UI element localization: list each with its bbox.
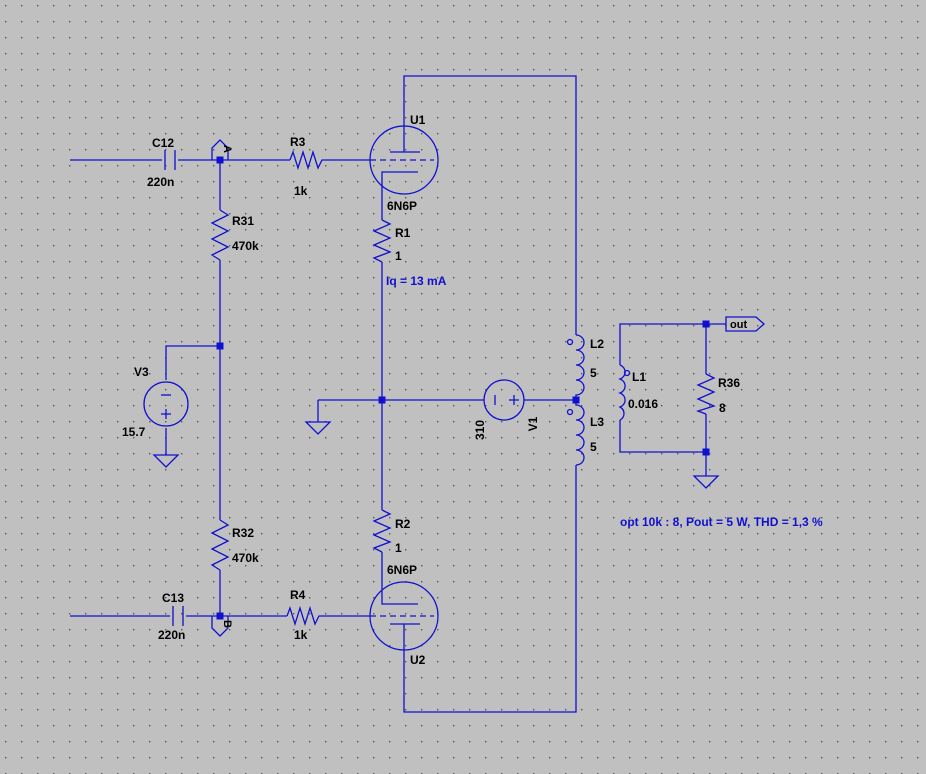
triode-u1-icon[interactable] — [369, 125, 439, 195]
resistor-r3-icon[interactable] — [289, 149, 325, 171]
quiescent-current-note: Iq = 13 mA — [386, 274, 447, 288]
ground-output-icon — [692, 475, 720, 489]
v3-ref-label: V3 — [134, 365, 149, 379]
inductor-l3-icon[interactable] — [566, 400, 585, 466]
annotations: Iq = 13 mA opt 10k : 8, Pout = 5 W, THD … — [386, 274, 823, 529]
net-flag-b-label: B — [221, 620, 233, 628]
r36-value-label: 8 — [719, 401, 726, 415]
u1-value-label: 6N6P — [387, 199, 417, 213]
resistor-r2-icon[interactable] — [372, 509, 392, 553]
r1-value-label: 1 — [395, 249, 402, 263]
component-labels: C12 220n C13 220n R3 1k R4 1k R31 470k R… — [122, 113, 740, 667]
spec-note: opt 10k : 8, Pout = 5 W, THD = 1,3 % — [620, 515, 823, 529]
r31-ref-label: R31 — [232, 214, 254, 228]
net-flag-a-icon[interactable]: A — [211, 139, 233, 160]
inductor-l1-icon[interactable] — [618, 364, 631, 421]
l1-value-label: 0.016 — [628, 397, 658, 411]
r32-value-label: 470k — [232, 551, 259, 565]
inductor-l2-icon[interactable] — [566, 334, 585, 400]
r4-value-label: 1k — [294, 628, 308, 642]
r31-value-label: 470k — [232, 239, 259, 253]
r1-ref-label: R1 — [395, 226, 411, 240]
v3-value-label: 15.7 — [122, 425, 146, 439]
l2-ref-label: L2 — [590, 337, 604, 351]
l2-value-label: 5 — [590, 366, 597, 380]
v1-ref-label: V1 — [526, 416, 540, 431]
triode-u2-icon[interactable] — [369, 581, 439, 651]
resistor-r32-icon[interactable] — [210, 519, 230, 571]
wires — [70, 75, 726, 713]
net-flag-out-icon[interactable]: out — [725, 316, 765, 332]
net-flag-out-label: out — [730, 319, 747, 331]
r3-value-label: 1k — [294, 184, 308, 198]
l1-ref-label: L1 — [632, 370, 646, 384]
r2-ref-label: R2 — [395, 517, 411, 531]
resistor-r31-icon[interactable] — [210, 209, 230, 261]
c12-ref-label: C12 — [152, 136, 174, 150]
resistor-r4-icon[interactable] — [286, 605, 322, 627]
c13-ref-label: C13 — [162, 591, 184, 605]
v1-value-label: 310 — [473, 420, 487, 440]
resistor-r1-icon[interactable] — [372, 219, 392, 263]
u1-ref-label: U1 — [410, 113, 426, 127]
resistor-r36-icon[interactable] — [695, 373, 716, 415]
r4-ref-label: R4 — [290, 588, 306, 602]
r2-value-label: 1 — [395, 541, 402, 555]
r36-ref-label: R36 — [718, 376, 740, 390]
l3-ref-label: L3 — [590, 415, 604, 429]
c13-value-label: 220n — [158, 628, 185, 642]
ground-v3-icon — [152, 454, 180, 468]
net-flag-b-icon[interactable]: B — [211, 616, 233, 637]
capacitor-c13-icon[interactable] — [172, 606, 184, 626]
ground-center-icon — [304, 421, 332, 435]
u2-value-label: 6N6P — [387, 563, 417, 577]
voltage-source-v3-icon[interactable] — [143, 381, 189, 427]
r3-ref-label: R3 — [290, 135, 306, 149]
voltage-source-v1-icon[interactable] — [483, 379, 525, 421]
c12-value-label: 220n — [147, 175, 174, 189]
r32-ref-label: R32 — [232, 526, 254, 540]
net-flag-a-label: A — [221, 145, 233, 153]
l3-value-label: 5 — [590, 440, 597, 454]
capacitor-c12-icon[interactable] — [164, 150, 176, 170]
u2-ref-label: U2 — [410, 653, 426, 667]
